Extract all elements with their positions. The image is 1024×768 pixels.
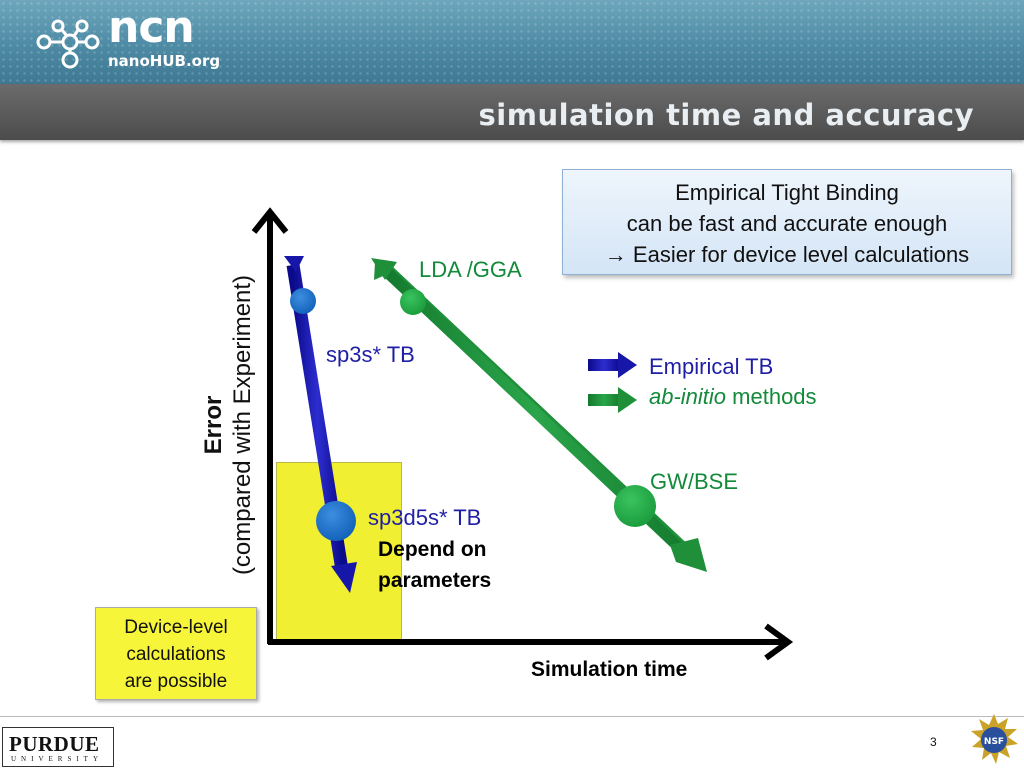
nsf-text: NSF — [984, 737, 1004, 747]
sp3s-label: sp3s* TB — [326, 342, 415, 367]
legend-abinitio-rest: methods — [726, 384, 817, 409]
legend-empirical-arrow-icon — [588, 352, 637, 378]
y-axis-label-sub: (compared with Experiment) — [229, 274, 256, 576]
purdue-subtitle: UNIVERSITY — [11, 755, 103, 763]
depend-label-line-1: Depend on — [378, 538, 487, 561]
legend-abinitio-arrow-icon — [588, 387, 637, 413]
y-axis-arrowhead — [251, 207, 289, 234]
ncn-logo-icon — [36, 19, 100, 69]
sp3d5s-label: sp3d5s* TB — [368, 505, 482, 530]
nsf-logo-icon: NSF — [971, 714, 1018, 764]
gw-bse-label: GW/BSE — [650, 469, 739, 494]
logo-subtitle: nanoHUB.org — [108, 52, 221, 70]
y-axis-label-bold: Error — [200, 395, 227, 455]
purdue-wordmark: PURDUE — [9, 732, 100, 756]
x-axis-arrowhead — [764, 623, 794, 661]
x-axis-label: Simulation time — [531, 658, 688, 681]
slide-title: simulation time and accuracy — [478, 98, 974, 132]
purdue-logo: PURDUE UNIVERSITY — [2, 727, 114, 767]
lda-point — [400, 289, 426, 315]
gw-point — [614, 485, 656, 527]
y-axis-label: Error (compared with Experiment) — [199, 275, 257, 575]
depend-label-line-2: parameters — [378, 569, 492, 592]
etb-callout-box: Empirical Tight Binding can be fast and … — [562, 169, 1012, 275]
sp3d5s-point — [316, 501, 356, 541]
callout-line-3: → Easier for device level calculations — [604, 242, 970, 267]
lda-gga-label: LDA /GGA — [419, 257, 522, 282]
device-level-note: Device-level calculations are possible — [95, 607, 257, 700]
axes — [251, 207, 794, 661]
title-bar — [0, 84, 1024, 140]
callout-line-2: can be fast and accurate enough — [626, 211, 948, 236]
footer-divider — [0, 716, 1024, 717]
device-note-line-3: are possible — [124, 671, 228, 692]
legend-abinitio-italic: ab-initio — [649, 384, 727, 409]
legend-empirical-label: Empirical TB — [649, 354, 774, 379]
device-note-line-1: Device-level — [124, 617, 228, 638]
callout-line-1: Empirical Tight Binding — [675, 180, 899, 205]
legend-abinitio-label: ab-initio methods — [649, 384, 817, 410]
device-note-line-2: calculations — [126, 644, 226, 665]
sp3s-point — [290, 288, 316, 314]
header-banner — [0, 0, 1024, 84]
logo-brand: ncn — [108, 2, 195, 53]
page-number: 3 — [930, 735, 937, 749]
